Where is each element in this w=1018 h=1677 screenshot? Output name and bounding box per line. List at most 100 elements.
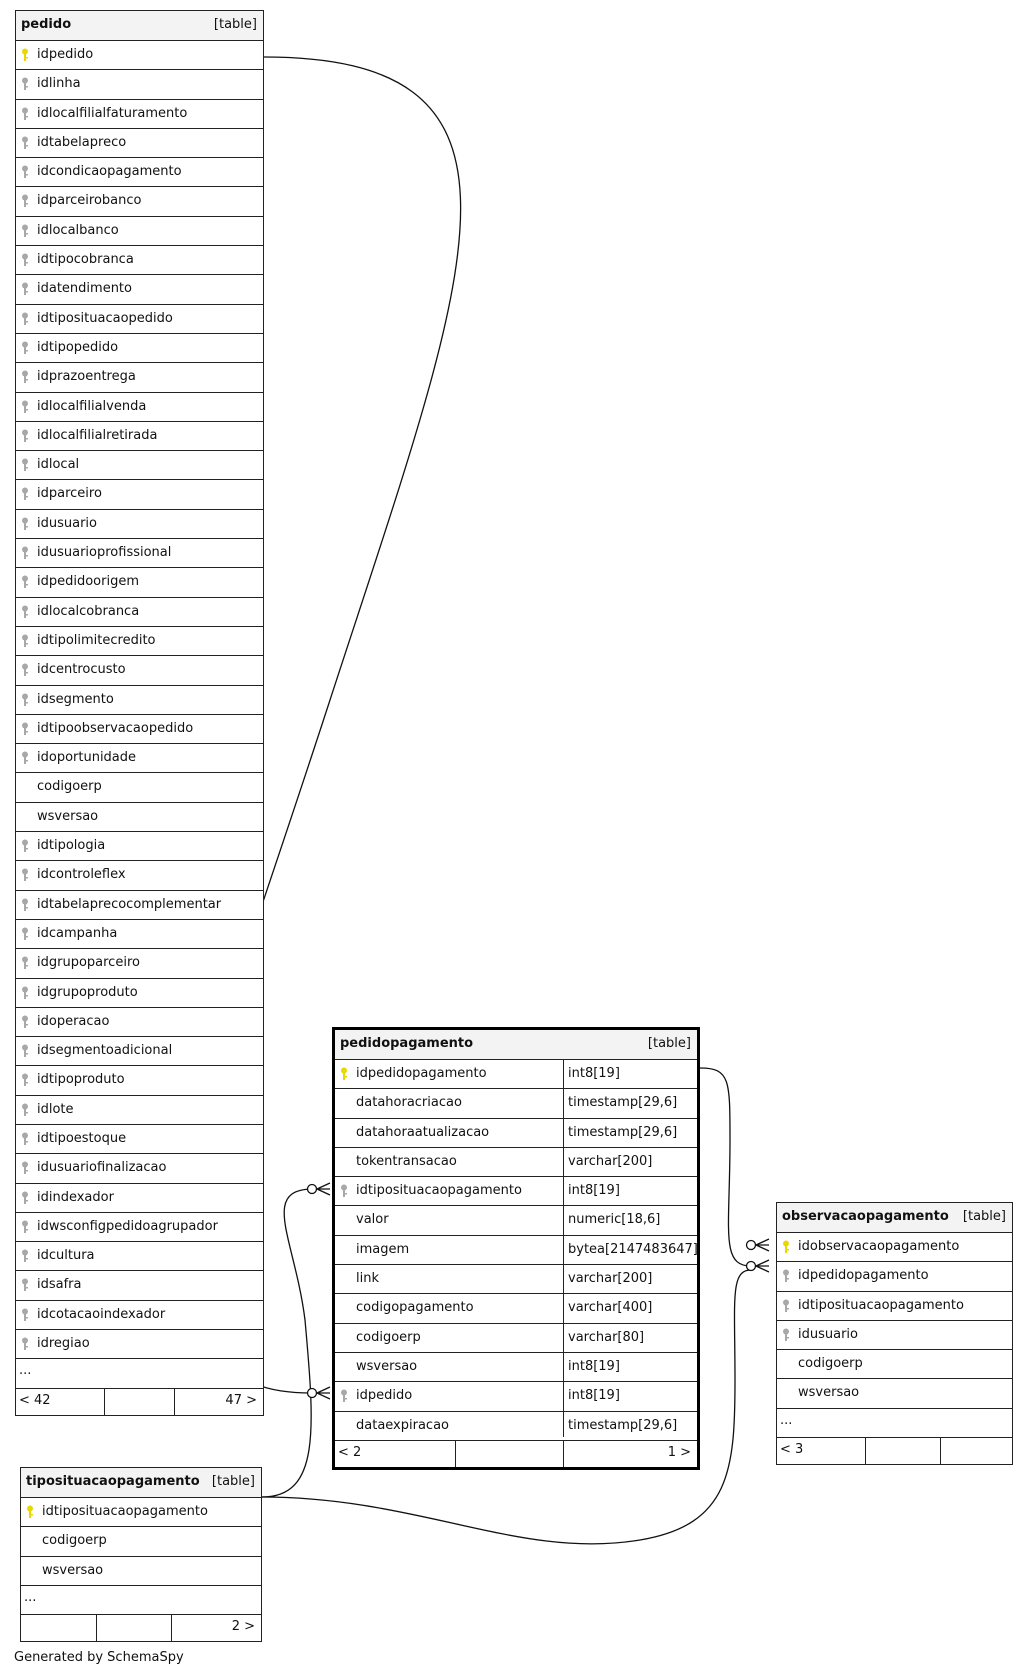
column-row[interactable]: idtiposituacaopedido	[16, 305, 263, 334]
parents-count-cell[interactable]: < 2	[335, 1440, 456, 1467]
table-header: observacaopagamento [table]	[777, 1203, 1012, 1233]
column-row[interactable]: codigoerp	[777, 1350, 1012, 1380]
children-count: 1 >	[667, 1444, 691, 1460]
foreign-key-icon	[21, 1161, 29, 1175]
column-row[interactable]: idatendimento	[16, 275, 263, 305]
column-row[interactable]: codigoerp	[16, 773, 263, 803]
foreign-key-icon	[21, 663, 29, 677]
column-name: idtipoproduto	[37, 1072, 125, 1088]
column-row[interactable]: idparceiro	[16, 480, 263, 510]
column-row[interactable]: idtipoobservacaopedido	[16, 715, 263, 745]
column-row[interactable]: idlocal	[16, 451, 263, 481]
column-row[interactable]: idsegmento	[16, 686, 263, 715]
column-row[interactable]: idtabelaprecocomplementar	[16, 891, 263, 920]
column-row[interactable]: wsversao	[16, 803, 263, 833]
column-row[interactable]: idoperacao	[16, 1008, 263, 1038]
table-tiposituacaopagamento[interactable]: tiposituacaopagamento [table] idtipositu…	[20, 1467, 262, 1643]
table-pedidopagamento[interactable]: pedidopagamento [table] idpedidopagament…	[332, 1027, 700, 1470]
column-row[interactable]: idtipolimitecredito	[16, 627, 263, 657]
foreign-key-icon	[782, 1269, 790, 1283]
column-row[interactable]: wsversao	[777, 1379, 1012, 1409]
column-row[interactable]: idindexador	[16, 1184, 263, 1213]
column-row[interactable]: idregiao	[16, 1330, 263, 1360]
column-row[interactable]: idlocalfilialretirada	[16, 422, 263, 452]
column-row[interactable]: idusuarioprofissional	[16, 539, 263, 569]
children-count-cell[interactable]: 2 >	[171, 1615, 261, 1641]
column-row[interactable]: wsversao	[21, 1557, 261, 1586]
column-row[interactable]: idtipocobranca	[16, 246, 263, 276]
column-row[interactable]: idtabelapreco	[16, 129, 263, 159]
foreign-key-icon	[21, 986, 29, 1000]
parents-count-cell[interactable]	[21, 1615, 97, 1642]
column-row[interactable]: idusuario	[777, 1321, 1012, 1351]
column-row[interactable]: idlocalbanco	[16, 217, 263, 247]
column-row[interactable]: idlocalfilialfaturamento	[16, 100, 263, 129]
column-row[interactable]: idprazoentrega	[16, 363, 263, 393]
column-row[interactable]: idoportunidade	[16, 744, 263, 774]
column-row[interactable]: idlinha	[16, 70, 263, 100]
parents-count-cell[interactable]: < 42	[16, 1388, 105, 1415]
column-row[interactable]: idgrupoparceiro	[16, 949, 263, 979]
table-header: tiposituacaopagamento [table]	[21, 1468, 261, 1498]
column-row[interactable]: idlocalcobranca	[16, 598, 263, 627]
column-row[interactable]: idusuario	[16, 510, 263, 540]
table-type: [table]	[213, 17, 257, 32]
column-row[interactable]: idtiposituacaopagamento	[777, 1292, 1012, 1321]
column-row[interactable]: idcontroleflex	[16, 861, 263, 891]
column-name: idtipologia	[37, 838, 106, 854]
column-row[interactable]: idsafra	[16, 1271, 263, 1301]
column-row[interactable]: idtipoestoque	[16, 1125, 263, 1155]
parents-count-cell[interactable]: < 3	[777, 1438, 866, 1465]
column-row[interactable]: idtipopedido	[16, 334, 263, 364]
column-row[interactable]: idwsconfigpedidoagrupador	[16, 1213, 263, 1243]
column-row[interactable]: idlote	[16, 1096, 263, 1125]
column-row[interactable]: idcampanha	[16, 920, 263, 950]
column-row[interactable]: idpedidopagamento	[777, 1262, 1012, 1292]
more-columns-row[interactable]: ...	[777, 1409, 1012, 1439]
column-name: wsversao	[798, 1385, 860, 1401]
column-row[interactable]: idsegmentoadicional	[16, 1037, 263, 1067]
column-row[interactable]: idusuariofinalizacao	[16, 1154, 263, 1184]
column-row[interactable]: idcentrocusto	[16, 656, 263, 686]
column-row[interactable]: idobservacaopagamento	[777, 1233, 1012, 1263]
children-count-cell[interactable]	[940, 1438, 1012, 1464]
column-name: idsegmentoadicional	[37, 1043, 173, 1059]
column-row[interactable]: idcondicaopagamento	[16, 158, 263, 188]
more-columns-row[interactable]: ...	[21, 1586, 261, 1616]
column-row[interactable]: idtiposituacaopagamento	[21, 1498, 261, 1528]
column-row[interactable]: idtipologia	[16, 832, 263, 862]
more-columns-row[interactable]: ...	[16, 1359, 263, 1389]
column-row[interactable]: codigoerp	[21, 1527, 261, 1557]
column-row[interactable]: idlocalfilialvenda	[16, 393, 263, 422]
column-row[interactable]: idpedido	[16, 41, 263, 71]
foreign-key-icon	[21, 224, 29, 238]
column-row[interactable]: idtipoproduto	[16, 1066, 263, 1096]
children-count-cell[interactable]: 47 >	[174, 1389, 263, 1415]
table-observacaopagamento[interactable]: observacaopagamento [table] idobservacao…	[776, 1202, 1013, 1466]
children-count-cell[interactable]: 1 >	[563, 1441, 697, 1467]
column-row[interactable]: idcotacaoindexador	[16, 1301, 263, 1331]
column-row[interactable]: idparceirobanco	[16, 187, 263, 217]
column-row[interactable]: idcultura	[16, 1242, 263, 1272]
parents-count: < 3	[780, 1442, 804, 1458]
column-name: idwsconfigpedidoagrupador	[37, 1218, 218, 1234]
column-name: idgrupoproduto	[37, 984, 138, 1000]
column-row[interactable]: idpedidoorigem	[16, 568, 263, 598]
column-row[interactable]: idgrupoproduto	[16, 979, 263, 1008]
